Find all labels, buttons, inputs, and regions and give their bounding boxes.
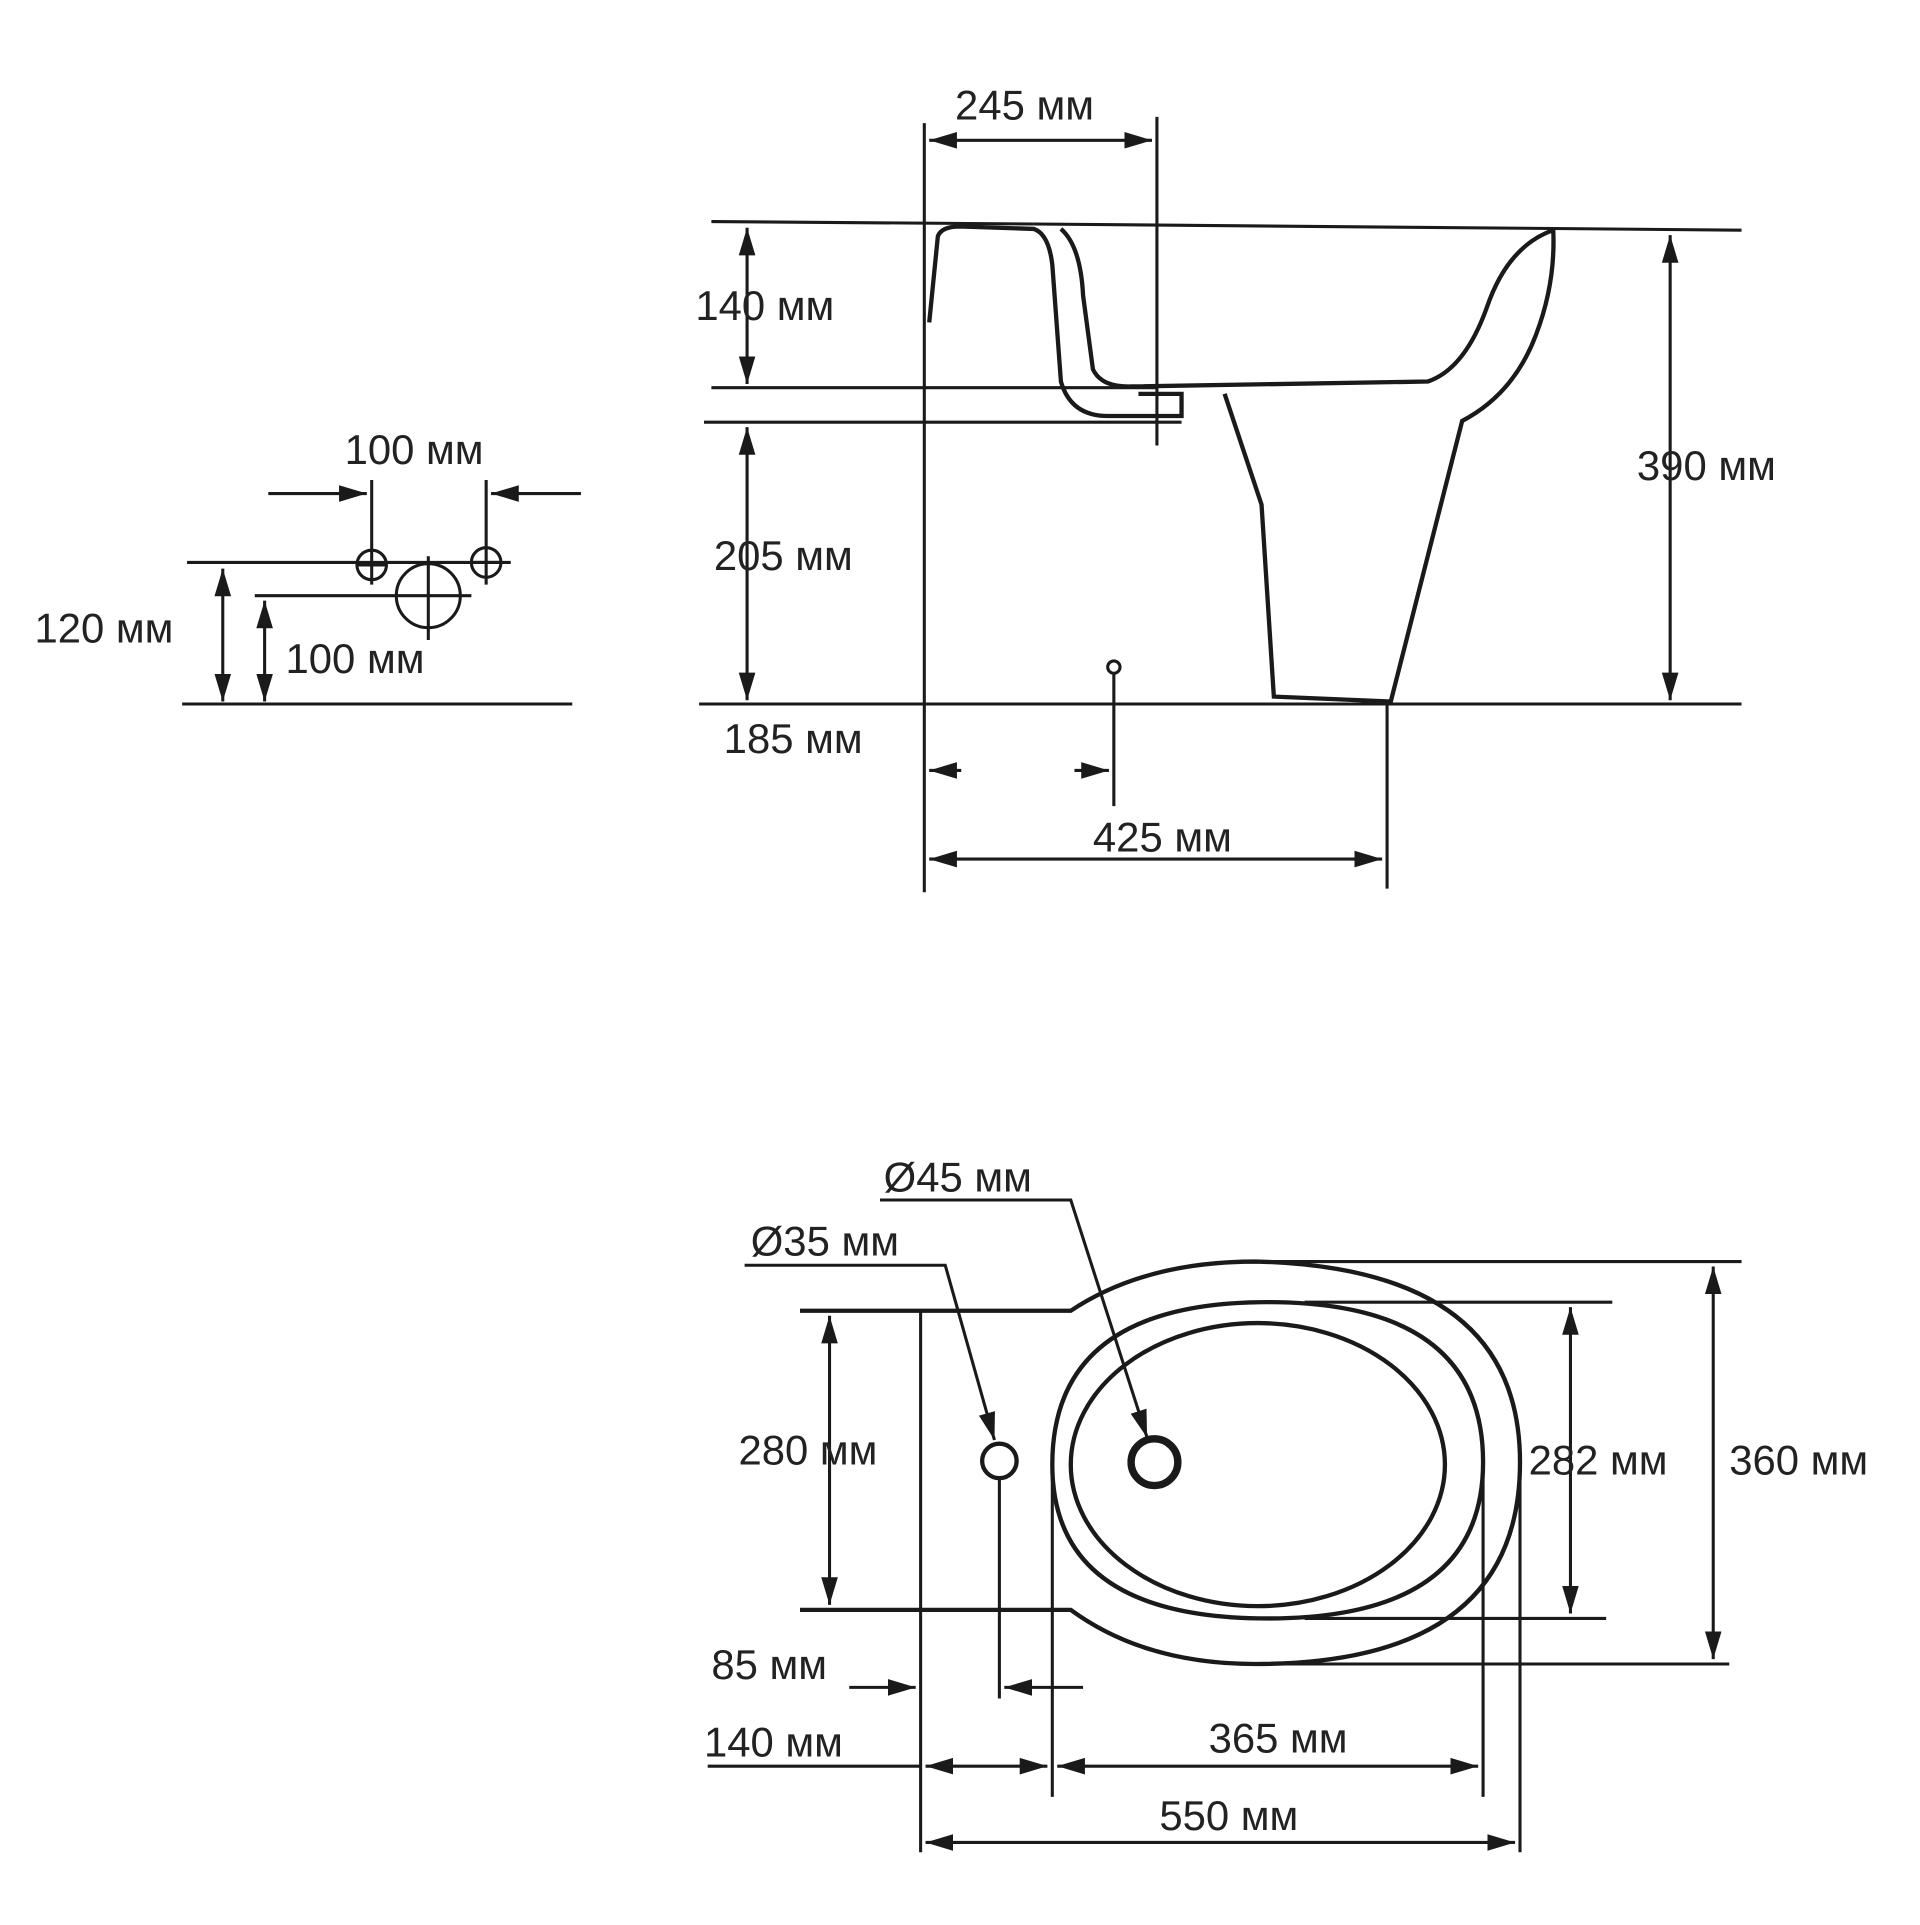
dim-height-inner: 100 мм <box>286 635 425 682</box>
dim-height-outer: 120 мм <box>34 604 173 651</box>
dim-drain-offset: 185 мм <box>724 715 863 762</box>
dim-top-offset: 245 мм <box>955 81 1094 128</box>
drain-hole <box>1127 1435 1182 1490</box>
dim-bowl-length: 365 мм <box>1209 1715 1348 1762</box>
dim-total-length: 550 мм <box>1159 1792 1298 1839</box>
dim-total-height: 390 мм <box>1637 442 1776 489</box>
bowl-basin <box>1068 1320 1448 1609</box>
dim-depth: 425 мм <box>1093 814 1232 861</box>
dim-pipe-spacing: 100 мм <box>345 426 484 473</box>
dim-tap-offset: 85 мм <box>711 1641 827 1688</box>
pipes-view: 100 мм 120 мм 100 мм <box>34 426 581 706</box>
dim-back-depth: 140 мм <box>704 1718 843 1765</box>
dim-bowl-width: 282 мм <box>1529 1436 1668 1483</box>
dim-tap-hole: Ø35 мм <box>751 1217 899 1264</box>
dim-bowl-depth: 140 мм <box>695 282 834 329</box>
side-view: 245 мм 140 мм 205 мм 390 мм 185 мм 425 м… <box>695 81 1776 893</box>
tap-hole <box>980 1441 1019 1481</box>
dim-total-width: 360 мм <box>1729 1436 1868 1483</box>
bowl-rim <box>1050 1299 1486 1621</box>
dim-back-width: 280 мм <box>738 1427 877 1474</box>
dim-drain-hole: Ø45 мм <box>884 1153 1032 1200</box>
dim-drain-height: 205 мм <box>714 532 853 579</box>
top-view: Ø35 мм Ø45 мм 280 мм 282 мм 360 мм 85 мм… <box>704 1153 1868 1853</box>
